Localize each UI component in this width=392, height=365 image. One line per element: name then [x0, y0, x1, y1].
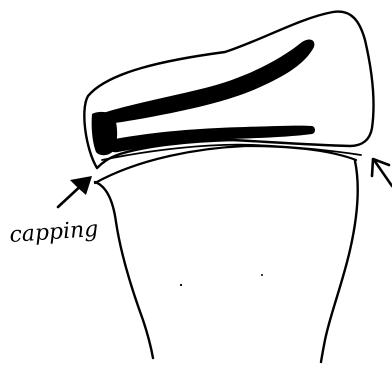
shaft-left-edge — [95, 182, 153, 358]
shaft-right-edge — [321, 161, 358, 362]
bone-shaft — [95, 145, 361, 362]
cortical-bands — [92, 40, 315, 156]
capping-label: capping — [9, 217, 99, 248]
stray-dot — [180, 284, 182, 286]
right-arrow — [372, 159, 392, 186]
stray-marks — [180, 274, 263, 286]
shaft-top-edge — [95, 146, 356, 183]
upper-dark-band — [92, 40, 314, 124]
left-arrow — [58, 176, 92, 207]
stray-dot — [261, 274, 263, 276]
